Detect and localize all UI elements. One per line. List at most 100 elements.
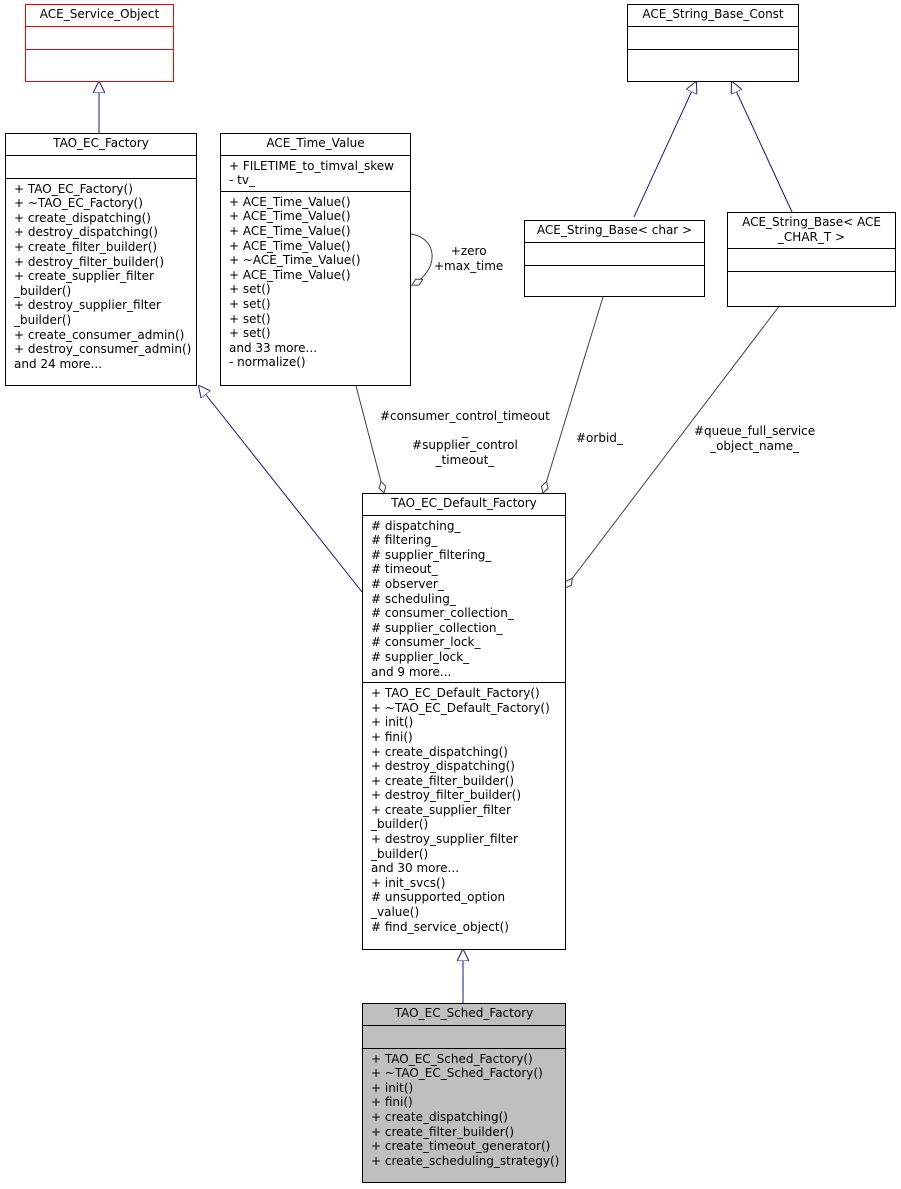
method-row: + init_svcs() xyxy=(371,875,446,890)
inherit-edge-stringchar-const xyxy=(633,82,696,218)
attribute-row: # timeout_ xyxy=(371,562,438,577)
method-row: + fini() xyxy=(371,729,413,744)
method-row: + create_scheduling_strategy() xyxy=(371,1153,560,1168)
class-name: TAO_EC_Sched_Factory xyxy=(394,1006,534,1020)
method-row: - normalize() xyxy=(229,355,306,370)
method-row: + ACE_Time_Value() xyxy=(229,223,351,238)
class-name: TAO_EC_Default_Factory xyxy=(391,496,537,510)
method-row: + create_dispatching() xyxy=(371,744,508,759)
method-row: + init() xyxy=(371,715,414,730)
method-row: # unsupported_option xyxy=(371,890,506,905)
method-row: + set() xyxy=(229,282,271,297)
methods-section: + ACE_Time_Value() + ACE_Time_Value() + … xyxy=(221,190,410,373)
edge-label-timeouts: #consumer_control_timeout _ #supplier_co… xyxy=(380,409,550,467)
class-name: TAO_EC_Factory xyxy=(53,136,149,150)
assoc-edge-stringchar-defaultfactory xyxy=(543,296,604,493)
attribute-row: + FILETIME_to_timval_skew xyxy=(229,158,394,173)
method-row: _builder() xyxy=(371,817,429,832)
attributes-section xyxy=(6,154,196,178)
method-row: and 30 more... xyxy=(371,861,460,876)
methods-section xyxy=(628,48,798,72)
method-row: and 33 more... xyxy=(229,340,318,355)
method-row: + create_filter_builder() xyxy=(14,239,158,254)
method-row: + destroy_supplier_filter xyxy=(14,298,161,313)
method-row: + destroy_supplier_filter xyxy=(371,832,518,847)
class-tao-ec-sched-factory[interactable]: TAO_EC_Sched_Factory + TAO_EC_Sched_Fact… xyxy=(362,1003,566,1183)
method-row: + ~TAO_EC_Default_Factory() xyxy=(371,700,550,715)
attribute-row: # consumer_collection_ xyxy=(371,606,514,621)
inherit-edge-stringacechar-const xyxy=(732,82,793,213)
attributes-section: + FILETIME_to_timval_skew - tv_ xyxy=(221,154,410,191)
attribute-row: # filtering_ xyxy=(371,533,438,548)
method-row: + create_filter_builder() xyxy=(371,1124,515,1139)
class-name: ACE_String_Base_Const xyxy=(642,7,784,21)
attribute-row: # supplier_filtering_ xyxy=(371,547,492,562)
attributes-section xyxy=(728,248,895,271)
attribute-row: # scheduling_ xyxy=(371,591,456,606)
method-row: + set() xyxy=(229,296,271,311)
attribute-row: # observer_ xyxy=(371,576,444,591)
methods-section: + TAO_EC_Default_Factory() + ~TAO_EC_Def… xyxy=(363,682,565,937)
method-row: + create_dispatching() xyxy=(14,210,151,225)
method-row: + destroy_dispatching() xyxy=(14,225,158,240)
method-row: + ~TAO_EC_Factory() xyxy=(14,196,143,211)
method-row: + ~TAO_EC_Sched_Factory() xyxy=(371,1066,543,1081)
attribute-row: # consumer_lock_ xyxy=(371,635,481,650)
method-row: _value() xyxy=(371,905,420,920)
method-row: + TAO_EC_Sched_Factory() xyxy=(371,1051,533,1066)
method-row: + ACE_Time_Value() xyxy=(229,209,351,224)
class-ace-string-base-const[interactable]: ACE_String_Base_Const xyxy=(627,4,799,82)
method-row: and 24 more... xyxy=(14,356,103,371)
edge-label-self-assoc: +zero +max_time xyxy=(434,244,504,273)
methods-section: + TAO_EC_Factory() + ~TAO_EC_Factory() +… xyxy=(6,177,196,375)
assoc-edge-stringacechar-defaultfactory xyxy=(565,304,781,588)
method-row: + TAO_EC_Factory() xyxy=(14,181,133,196)
attributes-section xyxy=(363,1024,565,1048)
class-name: ACE_String_Base< ACE _CHAR_T > xyxy=(742,215,881,244)
method-row: + ACE_Time_Value() xyxy=(229,194,351,209)
method-row: + set() xyxy=(229,311,271,326)
edge-label-queue-full: #queue_full_service _object_name_ xyxy=(694,424,816,453)
class-ace-service-object[interactable]: ACE_Service_Object xyxy=(25,4,174,82)
method-row: + ~ACE_Time_Value() xyxy=(229,253,361,268)
methods-section xyxy=(26,48,173,72)
method-row: + ACE_Time_Value() xyxy=(229,267,351,282)
class-ace-time-value[interactable]: ACE_Time_Value + FILETIME_to_timval_skew… xyxy=(220,133,411,386)
method-row: + destroy_filter_builder() xyxy=(371,788,522,803)
method-row: + ACE_Time_Value() xyxy=(229,238,351,253)
attributes-section xyxy=(26,25,173,49)
class-name: ACE_String_Base< char > xyxy=(536,223,693,237)
method-row: + destroy_consumer_admin() xyxy=(14,342,192,357)
class-name: ACE_Service_Object xyxy=(39,7,160,21)
methods-section xyxy=(728,271,895,294)
method-row: _builder() xyxy=(14,312,72,327)
class-tao-ec-default-factory[interactable]: TAO_EC_Default_Factory # dispatching_ # … xyxy=(362,493,566,950)
methods-section xyxy=(525,264,704,288)
method-row: + create_dispatching() xyxy=(371,1109,508,1124)
attributes-section xyxy=(628,25,798,49)
class-ace-string-base-char[interactable]: ACE_String_Base< char > xyxy=(524,220,705,297)
assoc-edge-timevalue-self xyxy=(410,233,433,285)
edge-label-orbid: #orbid_ xyxy=(576,431,623,445)
method-row: + TAO_EC_Default_Factory() xyxy=(371,686,540,701)
attribute-row: and 9 more... xyxy=(371,664,452,679)
class-tao-ec-factory[interactable]: TAO_EC_Factory + TAO_EC_Factory() + ~TAO… xyxy=(5,133,197,386)
method-row: + destroy_filter_builder() xyxy=(14,254,165,269)
class-name: ACE_Time_Value xyxy=(266,136,365,150)
class-ace-string-base-ace-char[interactable]: ACE_String_Base< ACE _CHAR_T > xyxy=(727,212,896,307)
method-row: + create_consumer_admin() xyxy=(14,327,185,342)
method-row: + create_supplier_filter xyxy=(14,269,154,284)
assoc-edge-timevalue-defaultfactory xyxy=(355,385,384,493)
method-row: + init() xyxy=(371,1080,414,1095)
method-row: + fini() xyxy=(371,1095,413,1110)
method-row: + set() xyxy=(229,326,271,341)
method-row: + destroy_dispatching() xyxy=(371,759,515,774)
method-row: # find_service_object() xyxy=(371,919,509,934)
method-row: + create_supplier_filter xyxy=(371,802,511,817)
method-row: + create_timeout_generator() xyxy=(371,1139,551,1154)
methods-section: + TAO_EC_Sched_Factory() + ~TAO_EC_Sched… xyxy=(363,1047,565,1172)
method-row: + create_filter_builder() xyxy=(371,773,515,788)
attribute-row: # dispatching_ xyxy=(371,518,461,533)
method-row: _builder() xyxy=(14,283,72,298)
